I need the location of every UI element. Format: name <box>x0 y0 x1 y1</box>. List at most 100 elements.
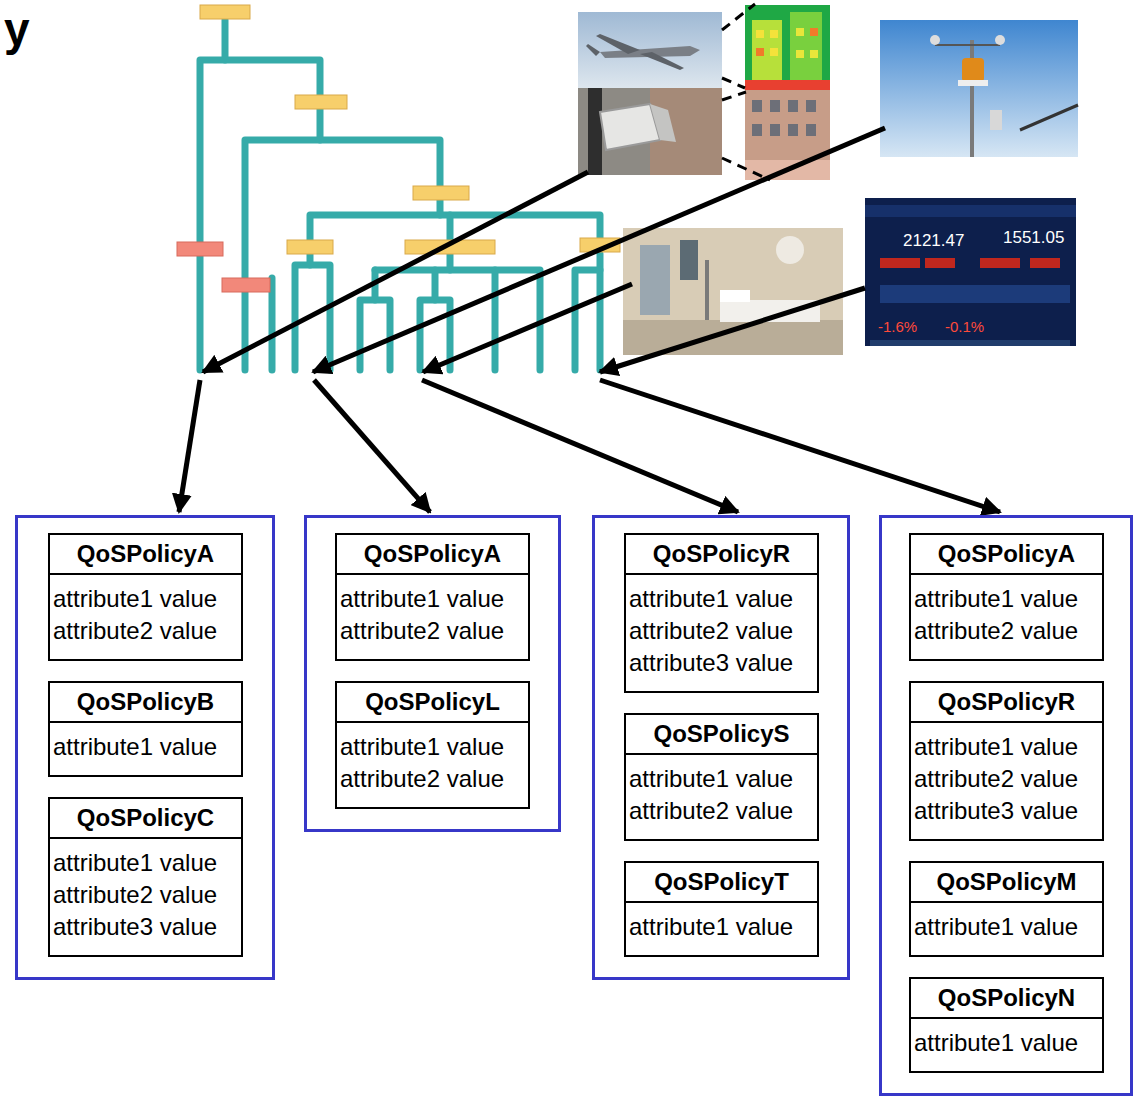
tree-tags <box>177 5 620 292</box>
stock-ticker-photo <box>865 198 1076 346</box>
svg-part <box>745 5 830 90</box>
svg-part <box>880 20 1078 157</box>
attribute-value: attribute1 value <box>911 731 1102 763</box>
svg-part <box>752 100 762 112</box>
svg-part <box>575 270 600 370</box>
svg-part <box>422 380 738 512</box>
policy-box: QoSPolicyRattribute1 valueattribute2 val… <box>624 533 819 693</box>
group-box: QoSPolicyAattribute1 valueattribute2 val… <box>304 515 561 832</box>
group-box: QoSPolicyRattribute1 valueattribute2 val… <box>592 515 850 980</box>
weather-station-photo <box>880 20 1078 157</box>
svg-part <box>788 124 798 136</box>
attribute-value: attribute2 value <box>626 795 817 827</box>
svg-part <box>623 320 843 355</box>
svg-part <box>586 44 600 56</box>
svg-part <box>752 124 762 136</box>
svg-part <box>745 80 830 90</box>
svg-part <box>806 124 816 136</box>
attribute-list: attribute1 valueattribute2 value <box>911 575 1102 659</box>
policy-name: QoSPolicyL <box>337 683 528 723</box>
svg-part <box>770 100 780 112</box>
svg-part <box>790 12 822 90</box>
policy-box: QoSPolicyAattribute1 valueattribute2 val… <box>335 533 530 661</box>
svg-part <box>770 30 778 38</box>
svg-part <box>650 104 676 142</box>
attribute-value: attribute1 value <box>911 583 1102 615</box>
policy-box: QoSPolicyLattribute1 valueattribute2 val… <box>335 681 530 809</box>
group-box: QoSPolicyAattribute1 valueattribute2 val… <box>15 515 275 980</box>
attribute-value: attribute2 value <box>337 615 528 647</box>
svg-part <box>810 50 818 58</box>
svg-part <box>1020 105 1078 130</box>
attribute-list: attribute1 valueattribute2 valueattribut… <box>911 723 1102 839</box>
attribute-value: attribute2 value <box>911 763 1102 795</box>
policy-name: QoSPolicyM <box>911 863 1102 903</box>
attribute-list: attribute1 value <box>50 723 241 775</box>
policy-name: QoSPolicyR <box>911 683 1102 723</box>
svg-part <box>588 88 602 175</box>
svg-part <box>962 58 984 82</box>
svg-part <box>423 284 632 372</box>
svg-part <box>865 205 1076 217</box>
ticker-number: -0.1% <box>945 318 984 335</box>
svg-part <box>578 88 722 175</box>
svg-part <box>310 215 600 240</box>
attribute-value: attribute2 value <box>50 879 241 911</box>
svg-part <box>980 258 1020 268</box>
attribute-value: attribute1 value <box>50 847 241 879</box>
policy-box: QoSPolicySattribute1 valueattribute2 val… <box>624 713 819 841</box>
attribute-value: attribute1 value <box>50 731 241 763</box>
dashed-bracket <box>722 4 770 180</box>
attribute-list: attribute1 valueattribute2 value <box>50 575 241 659</box>
attribute-value: attribute2 value <box>50 615 241 647</box>
svg-part <box>925 258 955 268</box>
policy-box: QoSPolicyNattribute1 value <box>909 977 1104 1073</box>
svg-part <box>880 285 1070 303</box>
ticker-number: 1551.05 <box>1003 228 1064 248</box>
ticker-number: -1.6% <box>878 318 917 335</box>
svg-part <box>796 50 804 58</box>
svg-part <box>810 28 818 36</box>
svg-part <box>432 270 439 300</box>
group-box: QoSPolicyAattribute1 valueattribute2 val… <box>879 515 1133 1096</box>
attribute-list: attribute1 valueattribute2 value <box>626 755 817 839</box>
svg-part <box>287 240 333 254</box>
attribute-value: attribute3 value <box>911 795 1102 827</box>
svg-part <box>420 300 450 370</box>
policy-name: QoSPolicyT <box>626 863 817 903</box>
svg-part <box>600 288 865 372</box>
svg-part <box>680 240 698 280</box>
svg-part <box>222 278 270 292</box>
policy-name: QoSPolicyC <box>50 799 241 839</box>
svg-part <box>295 95 347 109</box>
svg-part <box>623 228 843 355</box>
policy-box: QoSPolicyT attribute1 value <box>624 861 819 957</box>
policy-box: QoSPolicyRattribute1 valueattribute2 val… <box>909 681 1104 841</box>
policy-name: QoSPolicyA <box>337 535 528 575</box>
attribute-value: attribute1 value <box>626 911 817 943</box>
camera-photo <box>578 88 722 175</box>
svg-part <box>650 88 722 175</box>
attribute-value: attribute1 value <box>911 911 1102 943</box>
policy-name: QoSPolicyS <box>626 715 817 755</box>
policy-box: QoSPolicyAattribute1 valueattribute2 val… <box>48 533 243 661</box>
attribute-value: attribute1 value <box>911 1027 1102 1059</box>
policy-name: QoSPolicyA <box>911 535 1102 575</box>
svg-part <box>870 340 1070 346</box>
svg-part <box>722 4 755 30</box>
svg-part <box>756 30 764 38</box>
svg-part <box>596 34 640 54</box>
policy-box: QoSPolicyM attribute1 value <box>909 861 1104 957</box>
svg-part <box>865 198 1076 346</box>
svg-part <box>722 92 746 100</box>
attribute-value: attribute3 value <box>50 911 241 943</box>
attribute-list: attribute1 value <box>626 903 817 955</box>
policy-name: QoSPolicyA <box>50 535 241 575</box>
attribute-list: attribute1 valueattribute2 valueattribut… <box>626 575 817 691</box>
drone-photo <box>578 12 722 88</box>
svg-part <box>935 44 1000 46</box>
ticker-number: 2121.47 <box>903 231 964 251</box>
svg-part <box>447 215 454 240</box>
svg-part <box>317 108 324 140</box>
